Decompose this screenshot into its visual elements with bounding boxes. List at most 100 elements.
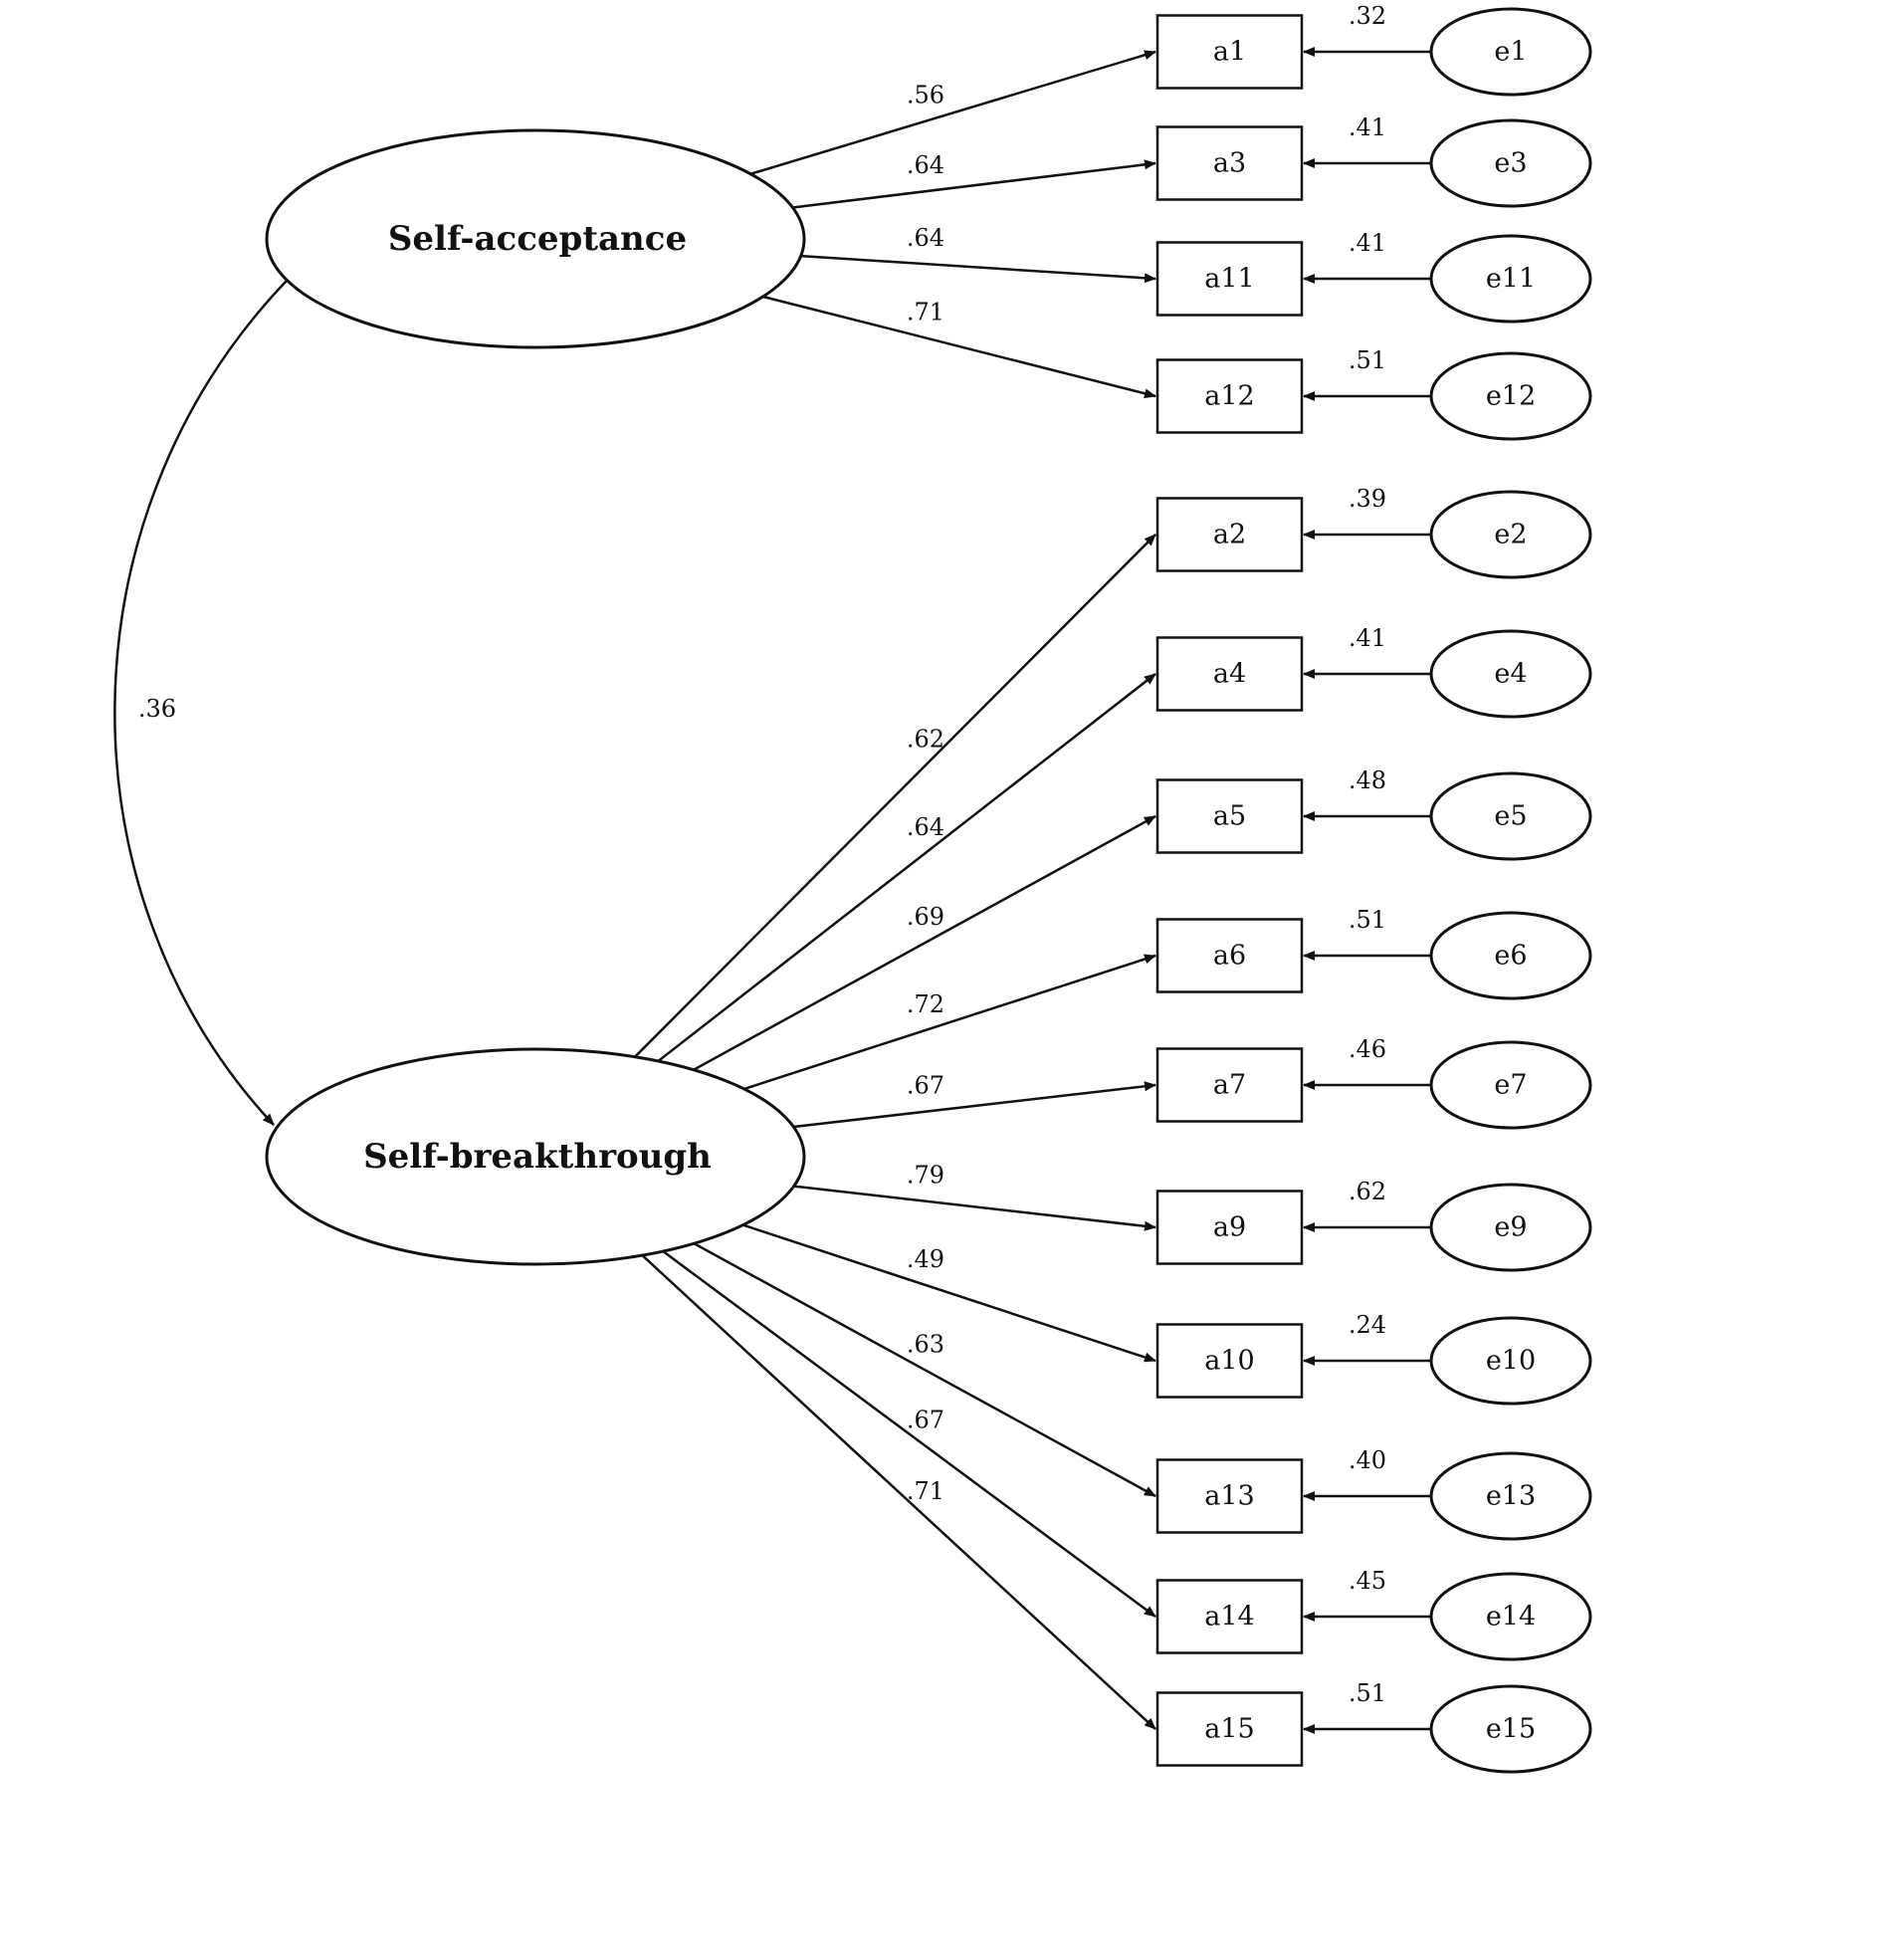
loading-coefficient-a12: .71	[907, 298, 944, 326]
item-box-a15	[1155, 1691, 1304, 1767]
item-box-a13	[1155, 1458, 1304, 1534]
error-ellipse-e15	[1429, 1684, 1592, 1774]
item-label-a10: a10	[1204, 1346, 1254, 1377]
loading-path-a4	[657, 673, 1156, 1062]
loading-coefficient-a2: .62	[907, 726, 944, 754]
error-label-e9: e9	[1494, 1212, 1527, 1243]
item-label-a3: a3	[1213, 148, 1246, 179]
loading-path-a13	[693, 1242, 1156, 1498]
item-box-a9	[1155, 1190, 1304, 1265]
item-label-a11: a11	[1204, 264, 1254, 295]
item-box-a11	[1155, 241, 1304, 317]
item-label-a7: a7	[1213, 1070, 1246, 1101]
error-label-e3: e3	[1494, 148, 1527, 179]
loading-path-a10	[742, 1223, 1156, 1363]
item-label-a9: a9	[1213, 1212, 1246, 1243]
loading-path-a6	[743, 954, 1156, 1091]
loading-coefficient-a13: .63	[907, 1331, 944, 1359]
loading-coefficient-a14: .67	[907, 1407, 944, 1434]
error-ellipse-e11	[1429, 234, 1592, 324]
loading-coefficient-a4: .64	[907, 813, 944, 841]
loading-path-a15	[641, 1254, 1156, 1730]
item-label-a14: a14	[1204, 1602, 1254, 1633]
error-label-e15: e15	[1486, 1714, 1536, 1745]
item-box-a4	[1155, 636, 1304, 712]
error-label-e13: e13	[1486, 1481, 1536, 1512]
error-ellipse-e14	[1429, 1572, 1592, 1661]
error-ellipse-e1	[1429, 7, 1592, 97]
factor-label-self-breakthrough: Self-breakthrough	[363, 1137, 712, 1177]
error-label-e1: e1	[1494, 37, 1527, 68]
loading-path-a1	[749, 50, 1156, 175]
error-label-e6: e6	[1494, 941, 1527, 972]
loading-coefficient-a6: .72	[907, 990, 944, 1018]
residual-coefficient-e7: .46	[1349, 1035, 1386, 1063]
item-box-a3	[1155, 125, 1304, 201]
residual-coefficient-e10: .24	[1349, 1311, 1386, 1339]
error-label-e14: e14	[1486, 1602, 1536, 1633]
loading-coefficient-a9: .79	[907, 1162, 944, 1190]
residual-coefficient-e2: .39	[1349, 485, 1386, 513]
loading-coefficient-a15: .71	[907, 1477, 944, 1505]
error-label-e7: e7	[1494, 1070, 1527, 1101]
residual-coefficient-e12: .51	[1349, 346, 1386, 374]
error-ellipse-e7	[1429, 1040, 1592, 1130]
residual-coefficient-e6: .51	[1349, 906, 1386, 934]
covariance-path	[113, 269, 299, 1126]
nodes-layer	[265, 7, 1592, 1774]
error-label-e11: e11	[1486, 264, 1536, 295]
error-ellipse-e9	[1429, 1183, 1592, 1272]
error-ellipse-e3	[1429, 118, 1592, 208]
error-label-e4: e4	[1494, 659, 1527, 690]
error-label-e5: e5	[1494, 801, 1527, 832]
factor-label-self-acceptance: Self-acceptance	[388, 219, 687, 259]
loading-path-a2	[634, 534, 1156, 1058]
error-ellipse-e10	[1429, 1316, 1592, 1406]
item-label-a13: a13	[1204, 1481, 1254, 1512]
residual-coefficient-e1: .32	[1349, 2, 1386, 30]
edges-layer	[113, 47, 1431, 1734]
loading-path-a14	[662, 1250, 1156, 1619]
loading-path-a12	[762, 295, 1156, 399]
residual-coefficient-e14: .45	[1349, 1567, 1386, 1595]
item-box-a14	[1155, 1579, 1304, 1654]
item-box-a6	[1155, 918, 1304, 993]
error-ellipse-e6	[1429, 911, 1592, 1000]
error-label-e2: e2	[1494, 520, 1527, 550]
item-box-a12	[1155, 358, 1304, 434]
item-label-a6: a6	[1213, 941, 1246, 972]
item-label-a15: a15	[1204, 1714, 1254, 1745]
loading-path-a5	[693, 814, 1156, 1071]
item-box-a5	[1155, 778, 1304, 854]
item-box-a2	[1155, 497, 1304, 572]
error-ellipse-e12	[1429, 351, 1592, 441]
loading-coefficient-a7: .67	[907, 1072, 944, 1100]
item-label-a1: a1	[1213, 37, 1246, 68]
loading-coefficient-a1: .56	[907, 82, 944, 109]
loading-path-a7	[793, 1081, 1156, 1129]
item-box-a7	[1155, 1047, 1304, 1123]
error-ellipse-e13	[1429, 1451, 1592, 1541]
factor-ellipse-self-acceptance	[265, 128, 806, 349]
residual-coefficient-e9: .62	[1349, 1178, 1386, 1205]
error-ellipse-e2	[1429, 490, 1592, 579]
loading-coefficient-a3: .64	[907, 151, 944, 179]
loading-coefficient-a10: .49	[907, 1245, 944, 1273]
residual-coefficient-e11: .41	[1349, 229, 1386, 257]
item-label-a5: a5	[1213, 801, 1246, 832]
loading-path-a11	[800, 254, 1156, 284]
residual-coefficient-e13: .40	[1349, 1446, 1386, 1474]
error-label-e12: e12	[1486, 381, 1536, 412]
loading-coefficient-a5: .69	[907, 903, 944, 931]
error-label-e10: e10	[1486, 1346, 1536, 1377]
item-box-a10	[1155, 1323, 1304, 1399]
loading-coefficient-a11: .64	[907, 224, 944, 252]
residual-coefficient-e3: .41	[1349, 113, 1386, 141]
residual-coefficient-e5: .48	[1349, 766, 1386, 794]
item-box-a1	[1155, 14, 1304, 90]
residual-coefficient-e15: .51	[1349, 1679, 1386, 1707]
residual-coefficient-e4: .41	[1349, 624, 1386, 652]
item-label-a2: a2	[1213, 520, 1246, 550]
loading-path-a9	[793, 1185, 1156, 1231]
